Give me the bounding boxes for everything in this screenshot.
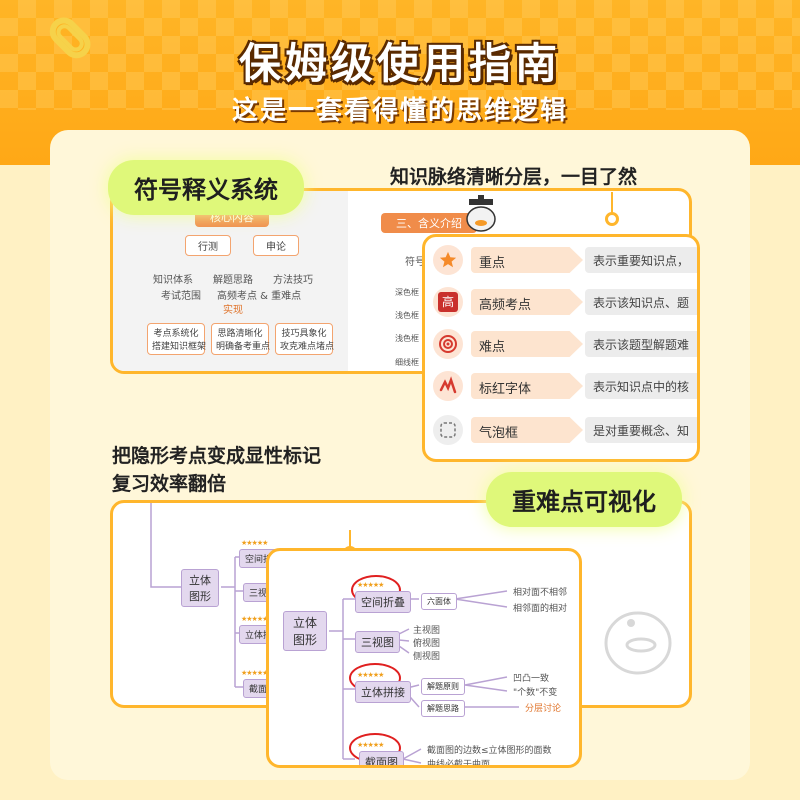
legend-label: 标红字体 <box>471 373 583 399</box>
legend-desc: 表示该知识点、题 <box>585 289 697 315</box>
mind-sub: 解题思路 <box>421 700 465 717</box>
mind-front-root: 立体 图形 <box>283 611 327 651</box>
legend-desc: 表示该题型解题难 <box>585 331 697 357</box>
flow-bottom: 思路清晰化 明确备考重点 <box>211 323 270 355</box>
gao-icon: 高 <box>433 287 463 317</box>
checker-pattern <box>0 0 800 110</box>
legend-row: 标红字体 表示知识点中的核 <box>433 371 697 405</box>
side-label: 浅色框 <box>395 334 419 343</box>
mind-node-assemble: 立体拼接 <box>355 681 411 703</box>
legend-card: 重点 表示重要知识点， 高 高频考点 表示该知识点、题 难点 表示该题型解题难 … <box>422 234 700 462</box>
key-points-badge: 重难点可视化 <box>486 472 682 527</box>
flow-item: 高频考点 & 重难点 <box>217 291 302 302</box>
mind-leaf: "个数"不变 <box>513 688 558 698</box>
side-label: 深色框 <box>395 288 419 297</box>
paperclip-icon <box>49 17 91 59</box>
mind-sub: 六面体 <box>421 593 457 610</box>
mind-leaf: 相对面不相邻 <box>513 588 568 598</box>
mind-node-view: 三视图 <box>355 631 400 653</box>
mind-leaf: 主视图 <box>413 626 441 636</box>
marker-caption-line2: 复习效率翻倍 <box>112 473 227 495</box>
mind-leaf: 俯视图 <box>413 639 441 649</box>
side-label: 细线框 <box>395 358 419 367</box>
marker-caption: 把隐形考点变成显性标记 复习效率翻倍 <box>112 442 321 498</box>
flowchart-card: 核心内容 行测 申论 知识体系 解题思路 方法技巧 考试范围 高频考点 & 重难… <box>110 188 692 374</box>
bubble-icon <box>433 415 463 445</box>
page-subtitle: 这是一套看得懂的思维逻辑 <box>231 96 568 126</box>
legend-label: 高频考点 <box>471 289 583 315</box>
mind-sub: 解题原则 <box>421 678 465 695</box>
connector-dot <box>605 212 619 226</box>
page-title: 保姆级使用指南 <box>238 39 561 88</box>
legend-label: 难点 <box>471 331 583 357</box>
legend-desc: 表示重要知识点， <box>585 247 697 273</box>
mind-leaf: 相邻面的相对 <box>513 604 568 614</box>
flow-item: 方法技巧 <box>273 275 313 286</box>
mind-leaf-highlight: 分层讨论 <box>525 704 562 714</box>
meaning-header: 三、含义介绍 <box>381 213 477 233</box>
mind-leaf: 曲线必截于曲面 <box>427 760 491 768</box>
legend-row: 气泡框 是对重要概念、知 <box>433 415 697 449</box>
target-icon <box>433 329 463 359</box>
legend-desc: 表示知识点中的核 <box>585 373 697 399</box>
side-label: 浅色框 <box>395 311 419 320</box>
star-icon <box>433 245 463 275</box>
legend-label: 重点 <box>471 247 583 273</box>
mind-leaf: 侧视图 <box>413 652 441 662</box>
stars-rating: ★★★★★ <box>241 669 268 677</box>
stars-rating: ★★★★★ <box>241 539 268 547</box>
flow-left: 行测 <box>185 235 231 256</box>
legend-row: 难点 表示该题型解题难 <box>433 329 697 363</box>
flow-bottom: 考点系统化 搭建知识框架 <box>147 323 206 355</box>
mind-node-fold: 空间折叠 <box>355 591 411 613</box>
flow-realize: 实现 <box>223 305 243 316</box>
meaning-sub: 符号 <box>405 257 425 268</box>
layer-caption: 知识脉络清晰分层，一目了然 <box>390 166 638 188</box>
mind-back-root: 立体 图形 <box>181 569 219 607</box>
duck-watermark-icon <box>604 611 672 675</box>
connector-line <box>349 530 351 552</box>
mind-leaf: 凹凸一致 <box>513 674 550 684</box>
flow-bottom: 技巧具象化 攻克难点堵点 <box>275 323 334 355</box>
legend-desc: 是对重要概念、知 <box>585 417 697 443</box>
mindmap-front-card: 立体 图形 ★★★★★ 空间折叠 六面体 相对面不相邻 相邻面的相对 三视图 主… <box>266 548 582 768</box>
brush-icon <box>433 371 463 401</box>
flow-item: 知识体系 <box>153 275 193 286</box>
mind-leaf: 截面图的边数≤立体图形的面数 <box>427 746 552 756</box>
marker-caption-line1: 把隐形考点变成显性标记 <box>112 445 322 467</box>
duck-mascot-icon <box>466 195 496 232</box>
connector-line <box>611 192 613 218</box>
legend-row: 重点 表示重要知识点， <box>433 245 697 279</box>
stars-rating: ★★★★★ <box>241 615 268 623</box>
flow-item: 考试范围 <box>161 291 201 302</box>
legend-label: 气泡框 <box>471 417 583 443</box>
symbol-system-badge: 符号释义系统 <box>108 160 304 215</box>
mind-node-section: 截面图 <box>359 751 404 765</box>
mindmap-front-lines <box>329 590 519 764</box>
flow-item: 解题思路 <box>213 275 253 286</box>
legend-row: 高 高频考点 表示该知识点、题 <box>433 287 697 321</box>
flow-right: 申论 <box>253 235 299 256</box>
